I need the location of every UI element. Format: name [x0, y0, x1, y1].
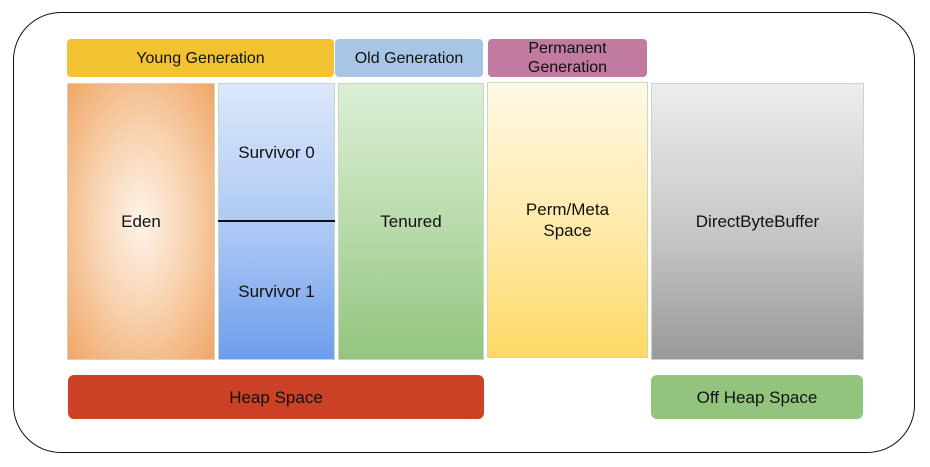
- old-generation-header: Old Generation: [335, 39, 483, 77]
- heap-space-label: Heap Space: [229, 387, 323, 407]
- permanent-generation-header: Permanent Generation: [488, 39, 647, 77]
- tenured-region: Tenured: [338, 83, 484, 360]
- survivor-column: [218, 83, 335, 360]
- permanent-generation-label-line1: Permanent: [528, 40, 607, 57]
- eden-label: Eden: [121, 212, 161, 231]
- permanent-generation-label-line2: Generation: [527, 59, 608, 76]
- tenured-label: Tenured: [380, 212, 442, 231]
- survivor-0-label: Survivor 0: [238, 142, 315, 162]
- direct-byte-buffer-region: DirectByteBuffer: [651, 83, 864, 360]
- young-generation-label: Young Generation: [136, 49, 265, 67]
- eden-region: Eden: [67, 83, 215, 360]
- young-generation-header: Young Generation: [67, 39, 334, 77]
- perm-meta-label-line1: Perm/Meta: [525, 200, 610, 219]
- direct-byte-buffer-label: DirectByteBuffer: [695, 212, 820, 231]
- off-heap-space-bar: Off Heap Space: [651, 375, 863, 419]
- survivor-divider: [218, 220, 335, 222]
- heap-space-bar: Heap Space: [68, 375, 484, 419]
- perm-meta-label-line2: Space: [543, 221, 592, 240]
- survivor-0-region: Survivor 0: [218, 83, 335, 221]
- off-heap-space-label: Off Heap Space: [696, 387, 818, 407]
- old-generation-label: Old Generation: [354, 49, 464, 67]
- survivor-1-region: Survivor 1: [218, 222, 335, 360]
- survivor-1-label: Survivor 1: [238, 281, 315, 301]
- perm-meta-space-region: Perm/Meta Space: [487, 82, 648, 358]
